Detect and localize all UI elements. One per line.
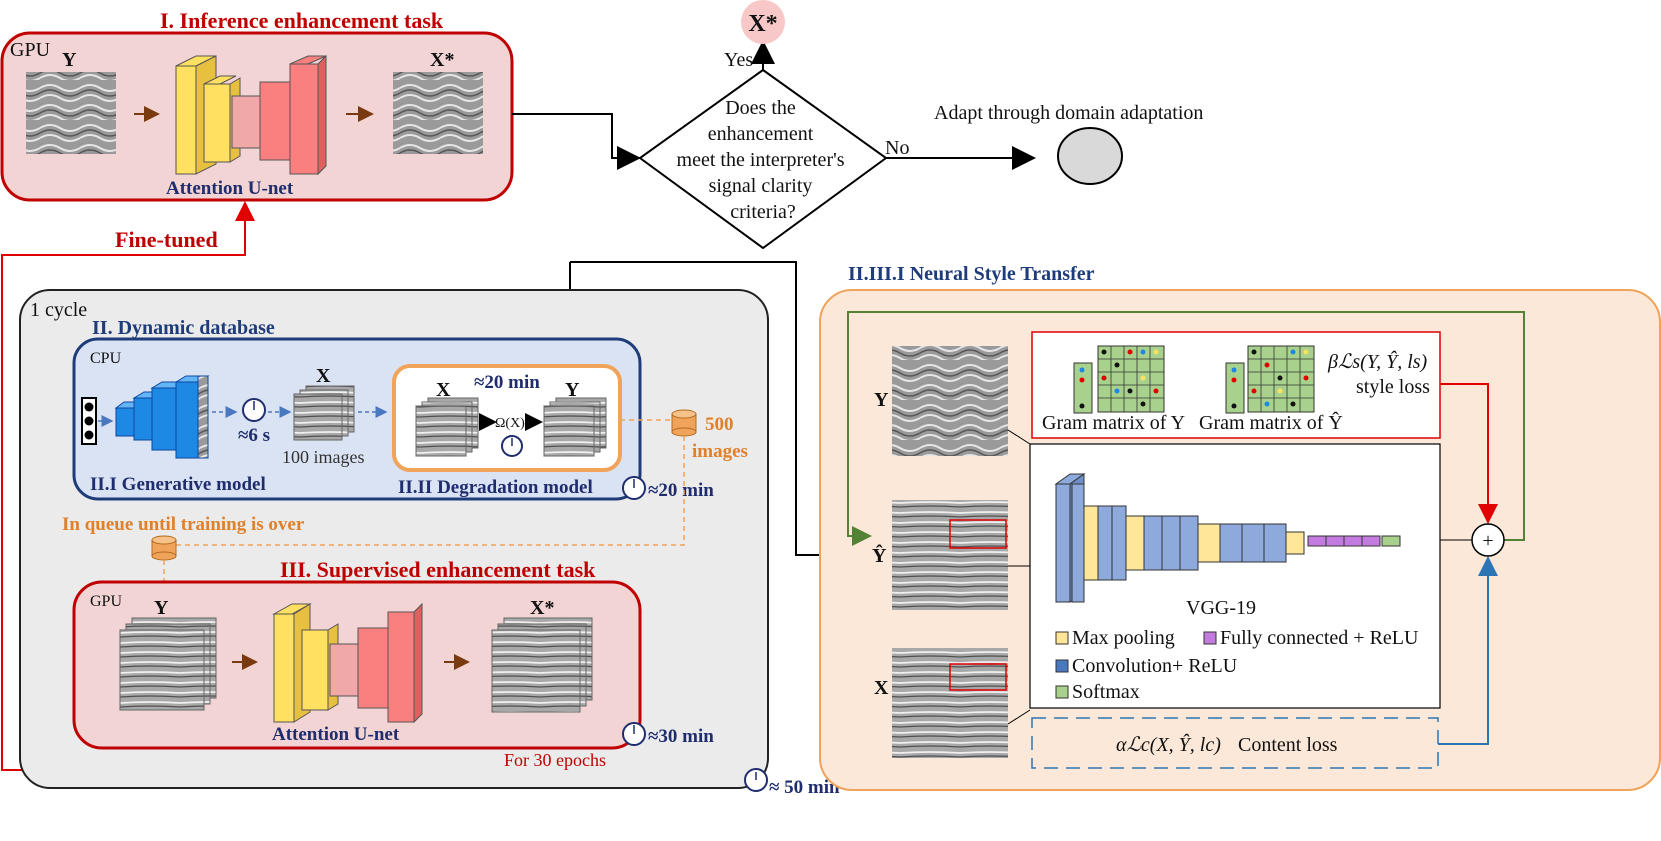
cycle-clock-icon: [744, 768, 768, 792]
legend-swatch-softmax: [1055, 685, 1069, 699]
degradation-model-title: II.II Degradation model: [398, 477, 593, 498]
gen-time: ≈6 s: [238, 425, 270, 446]
nst-yhat-label: Ŷ: [872, 543, 887, 567]
inference-input-image: [26, 72, 116, 154]
queue-database-icon: [151, 535, 177, 561]
dynamic-db-title: II. Dynamic database: [92, 317, 275, 339]
supervised-output-stack: [491, 617, 593, 713]
legend-fc: Fully connected + ReLU: [1220, 627, 1419, 649]
cycle-label: 1 cycle: [30, 299, 87, 321]
inference-section: I. Inference enhancement task GPU Y Atte…: [0, 8, 514, 202]
gen-output-label: X: [316, 365, 331, 387]
images-count: 100 images: [282, 447, 365, 467]
decision-question: Does the enhancement meet the interprete…: [677, 97, 850, 223]
degradation-x-label: X: [436, 379, 451, 401]
legend-swatch-maxpool: [1055, 631, 1069, 645]
sum-symbol: +: [1482, 530, 1493, 552]
gram-y-label: Gram matrix of Y: [1042, 412, 1185, 434]
nst-yhat-image: [892, 500, 1008, 610]
queue-line: [164, 436, 685, 546]
supervised-title: III. Supervised enhancement task: [280, 557, 596, 582]
unet-icon: [175, 54, 327, 176]
generative-model-title: II.I Generative model: [90, 474, 266, 495]
supervised-time: ≈30 min: [648, 726, 714, 747]
result-label: X*: [748, 11, 777, 37]
connector: [1007, 709, 1031, 725]
supervised-input-label: Y: [154, 597, 169, 619]
inference-output-label: X*: [430, 49, 454, 71]
supervised-output-label: X*: [530, 597, 554, 619]
inference-title: I. Inference enhancement task: [160, 8, 444, 33]
nst-y-image: [892, 346, 1008, 456]
inference-input-label: Y: [62, 49, 77, 71]
latent-vector-icon: [81, 397, 97, 445]
supervised-unet-icon: [272, 602, 423, 724]
generative-model-icon: [114, 375, 210, 459]
cycle-total-time: ≈ 50 min: [769, 777, 840, 798]
degradation-clock-icon: [501, 435, 523, 457]
to-decision-arrow: [512, 113, 641, 170]
generated-images-stack: [293, 385, 355, 441]
result-badge: [741, 0, 785, 44]
gen-clock-icon: [242, 398, 266, 422]
content-loss-arrow: [1438, 556, 1498, 745]
store-count: 500: [705, 414, 734, 435]
content-loss-label: Content loss: [1238, 734, 1338, 756]
degradation-input-stack: [415, 397, 479, 457]
yes-label: Yes: [724, 49, 753, 71]
database-icon: [671, 409, 697, 437]
legend-conv: Convolution+ ReLU: [1072, 655, 1238, 677]
omega-label: Ω(X): [495, 416, 525, 431]
degradation-y-label: Y: [565, 379, 580, 401]
supervised-epochs: For 30 epochs: [504, 750, 606, 770]
inference-model-label: Attention U-net: [166, 178, 294, 199]
vgg-legend: Max pooling Fully connected + ReLU Convo…: [1055, 627, 1419, 703]
sum-node: [1471, 523, 1505, 557]
store-unit: images: [692, 441, 748, 462]
nst-y-label: Y: [874, 389, 889, 411]
legend-swatch-conv: [1055, 659, 1069, 673]
nst-yhat-patch: [949, 519, 1007, 549]
db-clock-icon: [622, 476, 646, 500]
nst-title: II.III.I Neural Style Transfer: [848, 263, 1095, 285]
inference-output-image: [393, 72, 483, 154]
supervised-input-stack: [119, 617, 217, 711]
nst-x-patch: [949, 663, 1007, 691]
style-formula: βℒs(Y, Ŷ, ls): [1327, 350, 1428, 373]
no-label: No: [885, 137, 909, 159]
style-loss-arrow: [1440, 383, 1498, 524]
vgg-label: VGG-19: [1186, 597, 1256, 619]
decision-diamond: [638, 68, 888, 250]
degradation-time: ≈20 min: [474, 372, 540, 393]
legend-swatch-fc: [1203, 631, 1217, 645]
legend-maxpool: Max pooling: [1072, 627, 1175, 649]
legend-softmax: Softmax: [1072, 681, 1140, 703]
db-time: ≈20 min: [648, 480, 714, 501]
supervised-device: GPU: [90, 593, 122, 610]
content-formula: αℒc(X, Ŷ, lc): [1116, 733, 1221, 756]
fine-tuned-label: Fine-tuned: [115, 227, 218, 252]
style-feedback-arrow: [847, 311, 1525, 546]
nst-x-label: X: [874, 677, 889, 699]
queue-label: In queue until training is over: [62, 514, 305, 535]
dynamic-db-device: CPU: [90, 350, 122, 367]
inference-device: GPU: [10, 39, 51, 61]
supervised-clock-icon: [622, 722, 646, 746]
gram-matrix-y-icon: [1073, 345, 1165, 414]
vgg19-network: [1054, 473, 1401, 603]
connector: [1007, 429, 1031, 445]
degradation-output-stack: [543, 397, 607, 457]
supervised-model-label: Attention U-net: [272, 724, 400, 745]
gram-matrix-yhat-icon: [1225, 345, 1315, 414]
style-loss-label: style loss: [1356, 376, 1430, 398]
domain-adaptation-node: [1057, 127, 1123, 185]
adapt-label: Adapt through domain adaptation: [934, 102, 1203, 124]
gram-yhat-label: Gram matrix of Ŷ: [1199, 411, 1343, 434]
